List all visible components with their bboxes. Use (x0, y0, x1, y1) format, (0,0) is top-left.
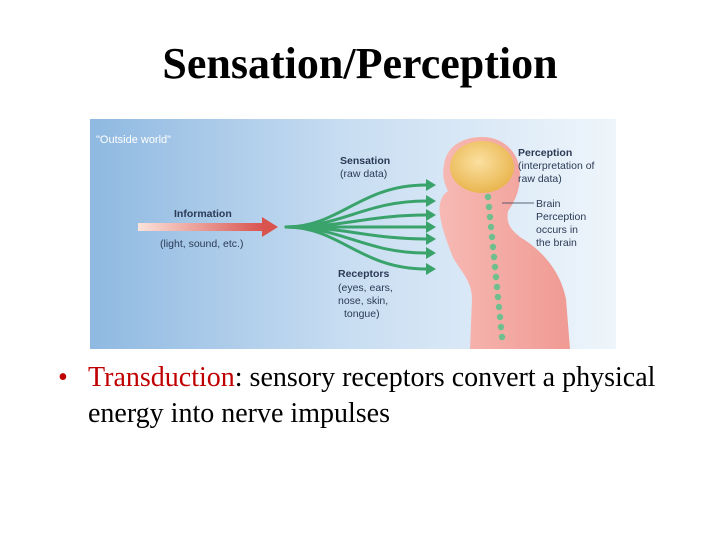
perception-sub-label-2: raw data) (518, 173, 562, 185)
sensation-perception-figure: "Outside world" Information (light, soun… (90, 119, 616, 349)
receptors-sub-label-2: nose, skin, (338, 295, 388, 307)
brain-shape (450, 141, 514, 193)
perception-sub-label-1: (interpretation of (518, 160, 595, 172)
slide-title: Sensation/Perception (0, 38, 720, 89)
receptors-label: Receptors (338, 268, 390, 280)
perception-label: Perception (518, 147, 572, 159)
receptors-sub-label-3: tongue) (344, 308, 380, 320)
sensation-label: Sensation (340, 155, 390, 167)
outside-world-label: "Outside world" (96, 134, 171, 146)
bullet-term: Transduction (88, 362, 235, 393)
receptors-sub-label-1: (eyes, ears, (338, 282, 393, 294)
brain-note-1: Brain (536, 198, 561, 210)
information-sub-label: (light, sound, etc.) (160, 238, 243, 250)
information-label: Information (174, 208, 232, 220)
brain-note-4: the brain (536, 237, 577, 249)
figure-illustration: "Outside world" Information (light, soun… (90, 119, 616, 349)
brain-note-2: Perception (536, 211, 586, 223)
bullet-symbol: • (58, 360, 68, 396)
bullet-text: Transduction: sensory receptors convert … (88, 360, 678, 432)
sensation-sub-label: (raw data) (340, 168, 387, 180)
brain-note-3: occurs in (536, 224, 578, 236)
